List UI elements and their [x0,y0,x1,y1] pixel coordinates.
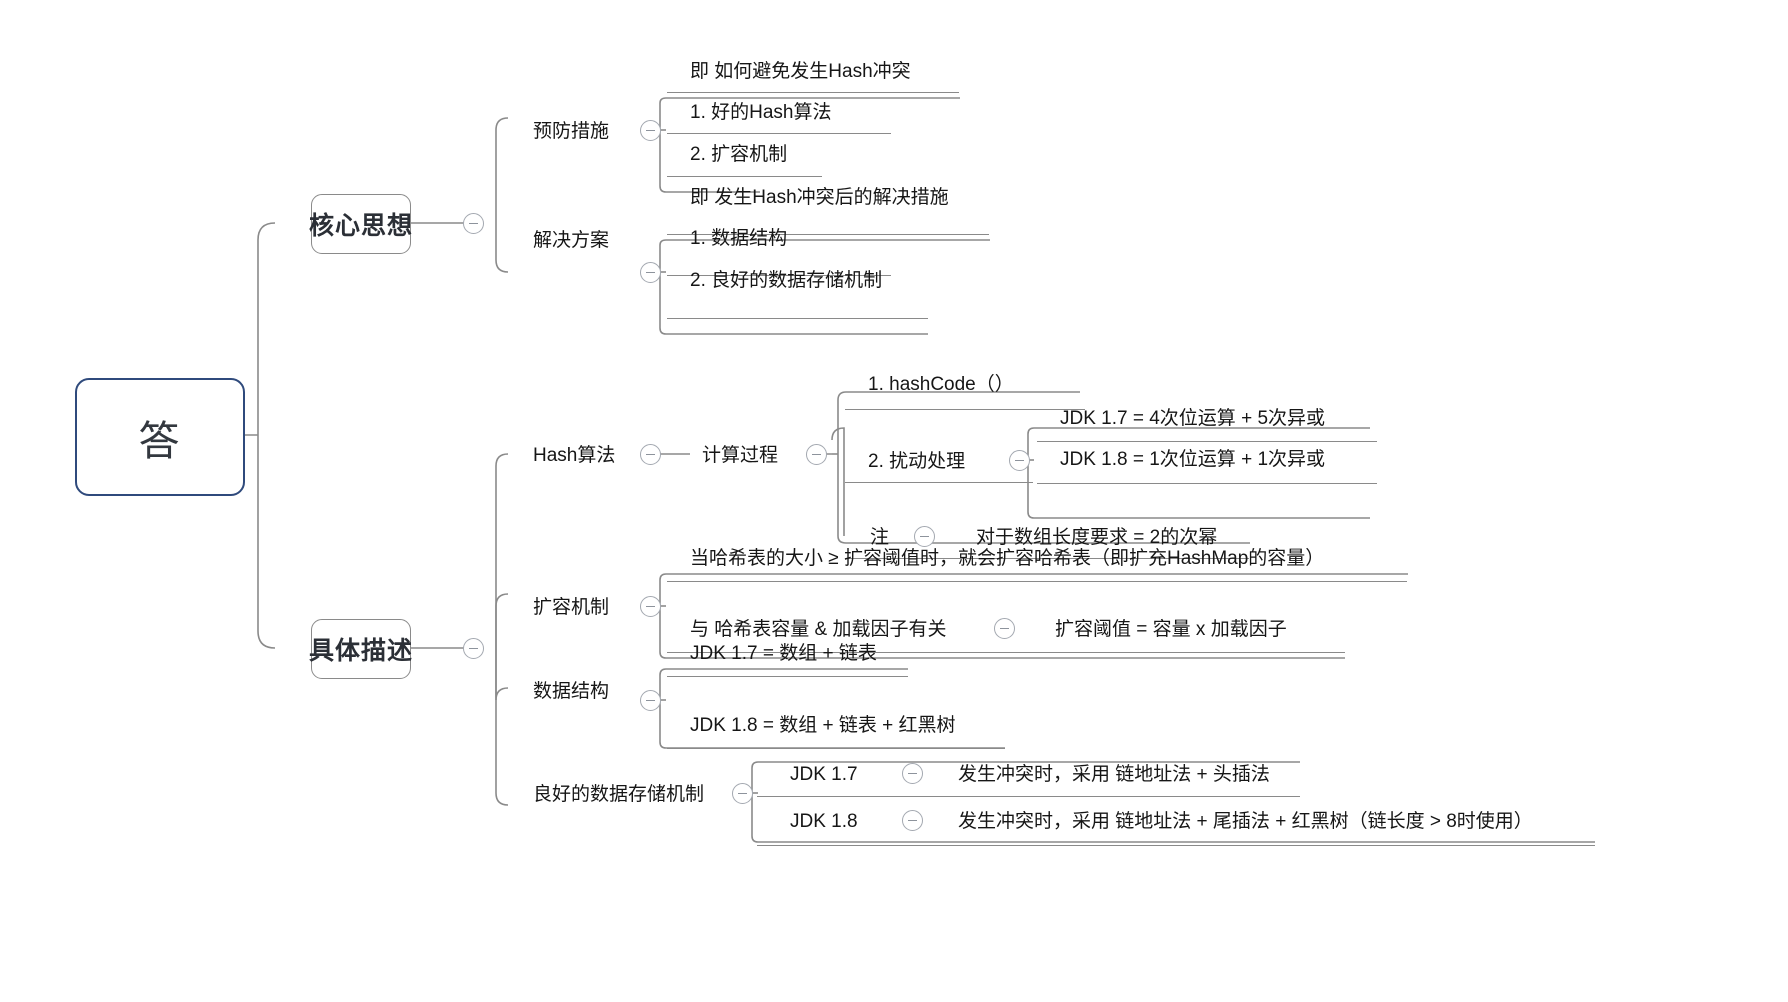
branch-label: 具体描述 [309,637,414,665]
node-storage-jdk18-version[interactable]: JDK 1.8 [790,811,858,832]
collapse-toggle-perturbation[interactable] [1009,450,1030,471]
collapse-toggle-note[interactable] [914,526,935,547]
underline-ds-jdk18 [667,748,1005,749]
node-data-structure-label[interactable]: 数据结构 [533,681,610,702]
node-resize-condition[interactable]: 当哈希表的大小 ≥ 扩容阈值时，就会扩容哈希表（即扩充HashMap的容量） [690,548,1325,569]
collapse-toggle-storage-mechanism[interactable] [732,783,753,804]
node-hashcode-item[interactable]: 1. hashCode（） [868,374,1014,395]
minus-icon [646,129,655,132]
node-calc-process-label[interactable]: 计算过程 [702,445,779,466]
branch-node-core-idea[interactable]: 核心思想 [309,194,414,254]
node-solution-note[interactable]: 即 发生Hash冲突后的解决措施 [690,187,949,208]
underline-prevention-note [667,92,959,93]
underline-ds-jdk17 [667,676,908,677]
node-resize-threshold-formula[interactable]: 扩容阈值 = 容量 x 加载因子 [1055,619,1287,640]
node-storage-mechanism-label[interactable]: 良好的数据存储机制 [533,784,705,805]
collapse-toggle-resize-mechanism[interactable] [640,596,661,617]
node-resize-factor[interactable]: 与 哈希表容量 & 加载因子有关 [690,619,947,640]
node-prevention-item-2[interactable]: 2. 扩容机制 [690,144,788,165]
underline-prevention-item-1 [667,133,891,134]
node-prevention-label[interactable]: 预防措施 [533,121,610,142]
node-prevention-item-1[interactable]: 1. 好的Hash算法 [690,102,832,123]
node-solution-label[interactable]: 解决方案 [533,230,610,251]
underline-perturbation-item [845,482,1033,483]
minus-icon [812,453,821,456]
node-jdk17-perturbation[interactable]: JDK 1.7 = 4次位运算 + 5次异或 [1060,408,1326,429]
underline-hashcode-item [845,409,1085,410]
collapse-toggle-prevention[interactable] [640,120,661,141]
collapse-toggle-storage-jdk18[interactable] [902,810,923,831]
underline-resize-factor [667,652,1345,653]
minus-icon [1000,627,1009,630]
collapse-toggle-resize-factor[interactable] [994,618,1015,639]
node-perturbation-item[interactable]: 2. 扰动处理 [868,451,966,472]
root-label: 答 [138,418,182,464]
minus-icon [646,271,655,274]
node-solution-item-2[interactable]: 2. 良好的数据存储机制 [690,270,883,291]
underline-solution-note [667,234,989,235]
node-hash-algorithm-label[interactable]: Hash算法 [533,445,616,466]
minus-icon [1015,459,1024,462]
underline-solution-item-1 [667,275,891,276]
collapse-toggle-storage-jdk17[interactable] [902,763,923,784]
minus-icon [908,772,917,775]
collapse-toggle-data-structure[interactable] [640,690,661,711]
node-solution-item-1[interactable]: 1. 数据结构 [690,228,788,249]
minus-icon [646,605,655,608]
collapse-toggle-details[interactable] [463,638,484,659]
node-storage-jdk17-version[interactable]: JDK 1.7 [790,764,858,785]
underline-jdk18-perturbation [1037,483,1377,484]
node-jdk18-perturbation[interactable]: JDK 1.8 = 1次位运算 + 1次异或 [1060,449,1326,470]
node-note-label[interactable]: 注 [870,527,890,548]
branch-label: 核心思想 [309,212,414,240]
branch-node-details[interactable]: 具体描述 [309,619,414,679]
collapse-toggle-calc-process[interactable] [806,444,827,465]
node-resize-mechanism-label[interactable]: 扩容机制 [533,597,610,618]
minus-icon [920,535,929,538]
node-storage-jdk18-detail[interactable]: 发生冲突时，采用 链地址法 + 尾插法 + 红黑树（链长度 > 8时使用） [958,811,1533,832]
minus-icon [908,819,917,822]
underline-solution-item-2 [667,318,928,319]
collapse-toggle-solution[interactable] [640,262,661,283]
minus-icon [646,453,655,456]
minus-icon [469,647,478,650]
underline-jdk17-perturbation [1037,441,1377,442]
minus-icon [469,222,478,225]
node-prevention-note[interactable]: 即 如何避免发生Hash冲突 [690,61,911,82]
node-ds-jdk17[interactable]: JDK 1.7 = 数组 + 链表 [690,643,877,664]
underline-resize-condition [667,581,1407,582]
underline-storage-jdk18 [757,845,1595,846]
underline-note-row [845,558,1249,559]
minus-icon [738,792,747,795]
underline-storage-jdk17 [757,796,1300,797]
collapse-toggle-hash-algorithm[interactable] [640,444,661,465]
minus-icon [646,699,655,702]
underline-prevention-item-2 [667,176,822,177]
collapse-toggle-core-idea[interactable] [463,213,484,234]
root-node[interactable]: 答 [75,378,245,496]
node-note-value[interactable]: 对于数组长度要求 = 2的次幂 [976,527,1218,548]
node-ds-jdk18[interactable]: JDK 1.8 = 数组 + 链表 + 红黑树 [690,715,956,736]
node-storage-jdk17-detail[interactable]: 发生冲突时，采用 链地址法 + 头插法 [958,764,1270,785]
